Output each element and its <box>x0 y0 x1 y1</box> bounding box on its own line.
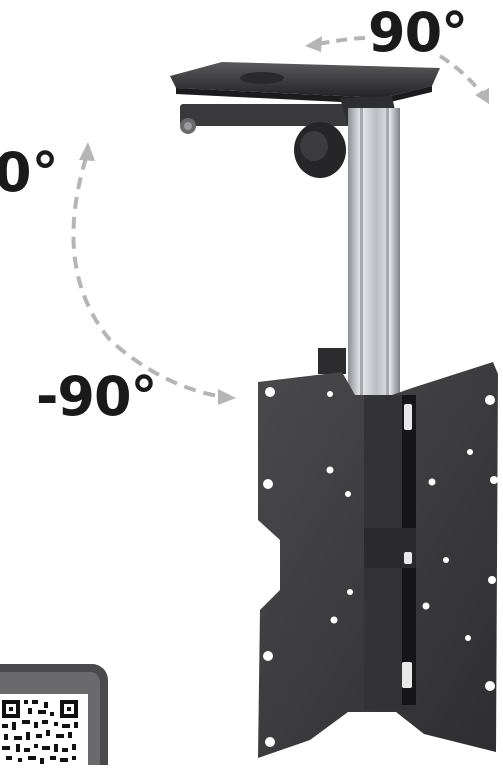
arrow-head-icon <box>305 36 322 52</box>
angle-label-bottom: -90° <box>36 365 158 428</box>
mounting-holes <box>263 387 498 747</box>
extension-pole <box>318 108 400 408</box>
angle-label-left: 0° <box>0 141 59 204</box>
vesa-plate <box>258 362 498 758</box>
arrow-head-icon <box>79 142 95 161</box>
phone-with-qr <box>0 664 108 769</box>
ceiling-plate <box>170 62 440 104</box>
arrow-head-icon <box>218 389 236 405</box>
arrow-head-icon <box>475 88 489 104</box>
qr-code-icon <box>2 700 78 764</box>
angle-label-top: 90° <box>368 1 468 64</box>
tilt-arrow-left <box>71 142 236 405</box>
rotation-arrow-top <box>305 36 489 104</box>
